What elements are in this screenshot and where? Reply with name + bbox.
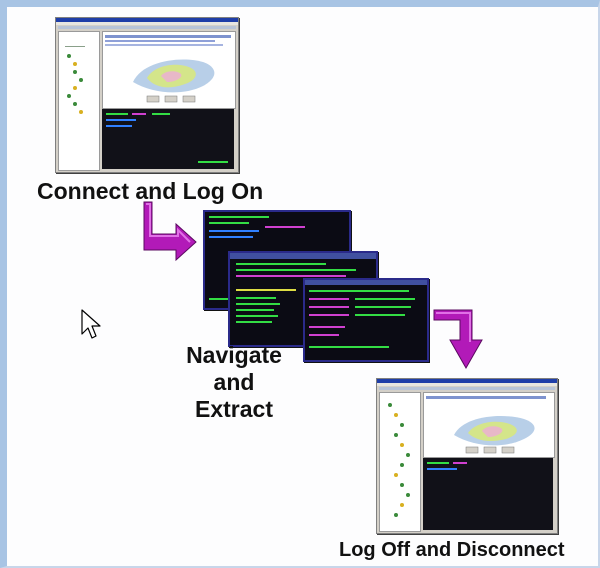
navigate-line: Navigate xyxy=(186,342,282,368)
mouse-pointer-icon xyxy=(81,309,101,339)
title-bar xyxy=(377,379,557,383)
flow-arrow-2 xyxy=(433,309,483,370)
intro-panel xyxy=(423,392,555,458)
emulator-window-disconnect xyxy=(376,378,558,534)
terminal-screen xyxy=(102,109,234,169)
emulator-window-connect xyxy=(55,17,239,173)
session-tree xyxy=(58,31,100,171)
step-disconnect-label: Log Off and Disconnect xyxy=(339,539,565,561)
terminal-window-3 xyxy=(303,278,429,362)
toolbar xyxy=(58,26,236,29)
step-connect-label: Connect and Log On xyxy=(37,178,264,204)
session-tree xyxy=(379,392,421,532)
menu-bar xyxy=(56,22,238,25)
intro-art xyxy=(105,35,231,103)
toolbar xyxy=(379,387,555,390)
intro-panel xyxy=(102,31,236,109)
step-navigate-label: Navigate and Extract xyxy=(180,342,288,423)
extract-line: Extract xyxy=(195,396,273,422)
intro-art xyxy=(426,396,546,454)
terminal-screen xyxy=(423,458,553,530)
title-bar xyxy=(56,18,238,22)
and-line: and xyxy=(213,369,255,395)
menu-bar xyxy=(377,383,557,386)
flow-arrow-1 xyxy=(143,201,197,262)
